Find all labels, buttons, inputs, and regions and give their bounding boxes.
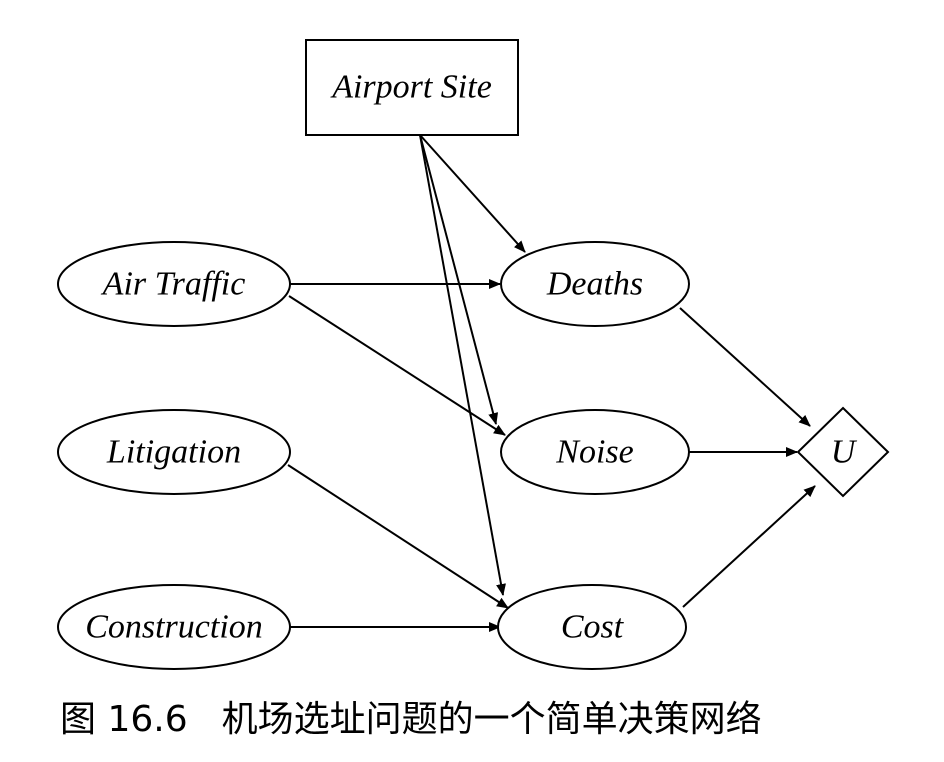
node-label-air-traffic: Air Traffic — [101, 266, 246, 303]
edge-litigation-to-cost — [287, 464, 509, 609]
figure-number: 图 16.6 — [60, 699, 188, 740]
chance-node-ellipse — [500, 409, 690, 495]
edge-cost-to-utility — [682, 485, 816, 608]
edge-air-traffic-to-noise — [288, 295, 506, 436]
node-label-deaths: Deaths — [546, 266, 643, 303]
node-label-noise: Noise — [555, 434, 633, 471]
chance-node-ellipse — [500, 241, 690, 327]
node-label-litigation: Litigation — [106, 434, 241, 471]
edge-airport-site-to-noise — [419, 134, 499, 425]
node-label-cost: Cost — [561, 609, 625, 646]
figure-caption: 图 16.6 机场选址问题的一个简单决策网络 — [60, 690, 762, 742]
decision-node-box — [305, 39, 519, 136]
node-construction: Construction — [57, 584, 291, 670]
node-deaths: Deaths — [500, 241, 690, 327]
node-label-utility: U — [831, 434, 858, 471]
node-label-construction: Construction — [85, 609, 263, 646]
node-air-traffic: Air Traffic — [57, 241, 291, 327]
node-label-airport-site: Airport Site — [330, 69, 492, 106]
chance-node-ellipse — [57, 409, 291, 495]
node-utility: U — [796, 406, 890, 498]
node-cost: Cost — [497, 584, 687, 670]
chance-node-ellipse — [57, 584, 291, 670]
edge-airport-site-to-deaths — [419, 134, 526, 253]
edges — [287, 134, 816, 632]
node-litigation: Litigation — [57, 409, 291, 495]
chance-node-ellipse — [497, 584, 687, 670]
figure-caption-text: 机场选址问题的一个简单决策网络 — [221, 699, 762, 740]
node-airport-site: Airport Site — [305, 39, 519, 136]
utility-node-diamond — [796, 406, 890, 498]
edge-deaths-to-utility — [679, 307, 811, 427]
chance-node-ellipse — [57, 241, 291, 327]
edge-airport-site-to-cost — [419, 134, 506, 596]
node-noise: Noise — [500, 409, 690, 495]
